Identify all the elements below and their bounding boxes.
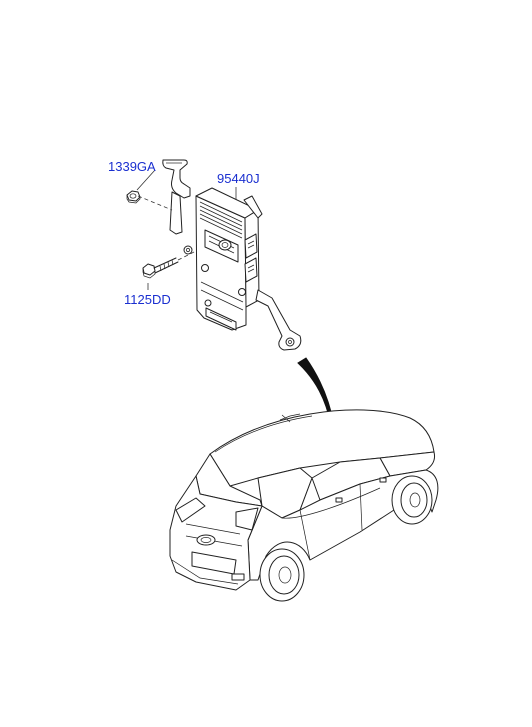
- heatsink-fins: [199, 201, 243, 239]
- car-illustration: [169, 409, 439, 602]
- leader-line-nut: [136, 169, 156, 191]
- rear-wheel: [259, 548, 305, 602]
- part-label-nut[interactable]: 1339GA: [108, 159, 156, 174]
- part-label-bolt[interactable]: 1125DD: [124, 292, 171, 307]
- bolt-part: [142, 249, 199, 279]
- control-module: [137, 159, 302, 351]
- nut-part: [126, 190, 141, 204]
- front-wheel: [391, 475, 433, 525]
- leader-lines: [136, 169, 237, 290]
- part-label-module[interactable]: 95440J: [217, 171, 260, 186]
